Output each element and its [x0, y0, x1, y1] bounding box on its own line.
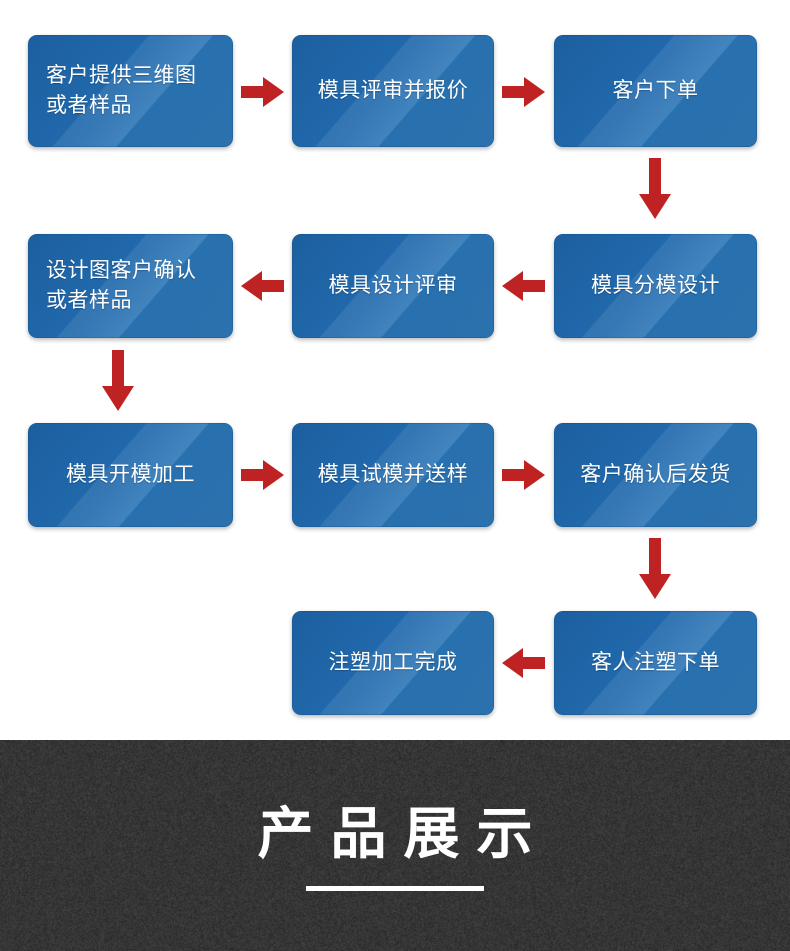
arrow-left-n6-n5: [502, 270, 546, 302]
process-node-n5[interactable]: 模具设计评审: [292, 234, 494, 338]
arrow-down-n9-n11: [638, 538, 672, 600]
process-node-n3[interactable]: 客户下单: [554, 35, 757, 147]
process-node-n4[interactable]: 设计图客户确认 或者样品: [28, 234, 233, 338]
process-node-label: 模具分模设计: [581, 271, 730, 301]
process-node-label: 模具设计评审: [319, 271, 468, 301]
process-node-n9[interactable]: 客户确认后发货: [554, 423, 757, 527]
process-node-n2[interactable]: 模具评审并报价: [292, 35, 494, 147]
process-node-label: 客户下单: [603, 76, 709, 106]
banner-underline-rule: [306, 886, 484, 891]
arrow-down-n4-n7: [101, 350, 135, 412]
process-node-label: 注塑加工完成: [319, 648, 468, 678]
arrow-left-n5-n4: [241, 270, 285, 302]
flowchart-canvas: 客户提供三维图 或者样品 模具评审并报价 客户下单 设计图客户确认 或者样品 模…: [0, 0, 790, 740]
process-node-label: 客户确认后发货: [570, 460, 741, 490]
arrow-down-n3-n6: [638, 158, 672, 220]
process-node-label: 模具评审并报价: [308, 76, 479, 106]
process-node-label: 模具试模并送样: [308, 460, 479, 490]
process-node-n7[interactable]: 模具开模加工: [28, 423, 233, 527]
process-node-n11[interactable]: 客人注塑下单: [554, 611, 757, 715]
process-node-label: 模具开模加工: [56, 460, 205, 490]
banner-title: 产品展示: [241, 806, 550, 862]
process-node-n10[interactable]: 注塑加工完成: [292, 611, 494, 715]
product-showcase-banner: 产品展示: [0, 740, 790, 951]
arrow-right-n2-n3: [502, 76, 546, 108]
process-node-label: 设计图客户确认 或者样品: [28, 256, 233, 316]
process-node-n8[interactable]: 模具试模并送样: [292, 423, 494, 527]
arrow-right-n7-n8: [241, 459, 285, 491]
arrow-right-n8-n9: [502, 459, 546, 491]
process-node-n1[interactable]: 客户提供三维图 或者样品: [28, 35, 233, 147]
process-node-label: 客人注塑下单: [581, 648, 730, 678]
arrow-right-n1-n2: [241, 76, 285, 108]
arrow-left-n11-n10: [502, 647, 546, 679]
process-node-label: 客户提供三维图 或者样品: [28, 61, 233, 121]
process-node-n6[interactable]: 模具分模设计: [554, 234, 757, 338]
